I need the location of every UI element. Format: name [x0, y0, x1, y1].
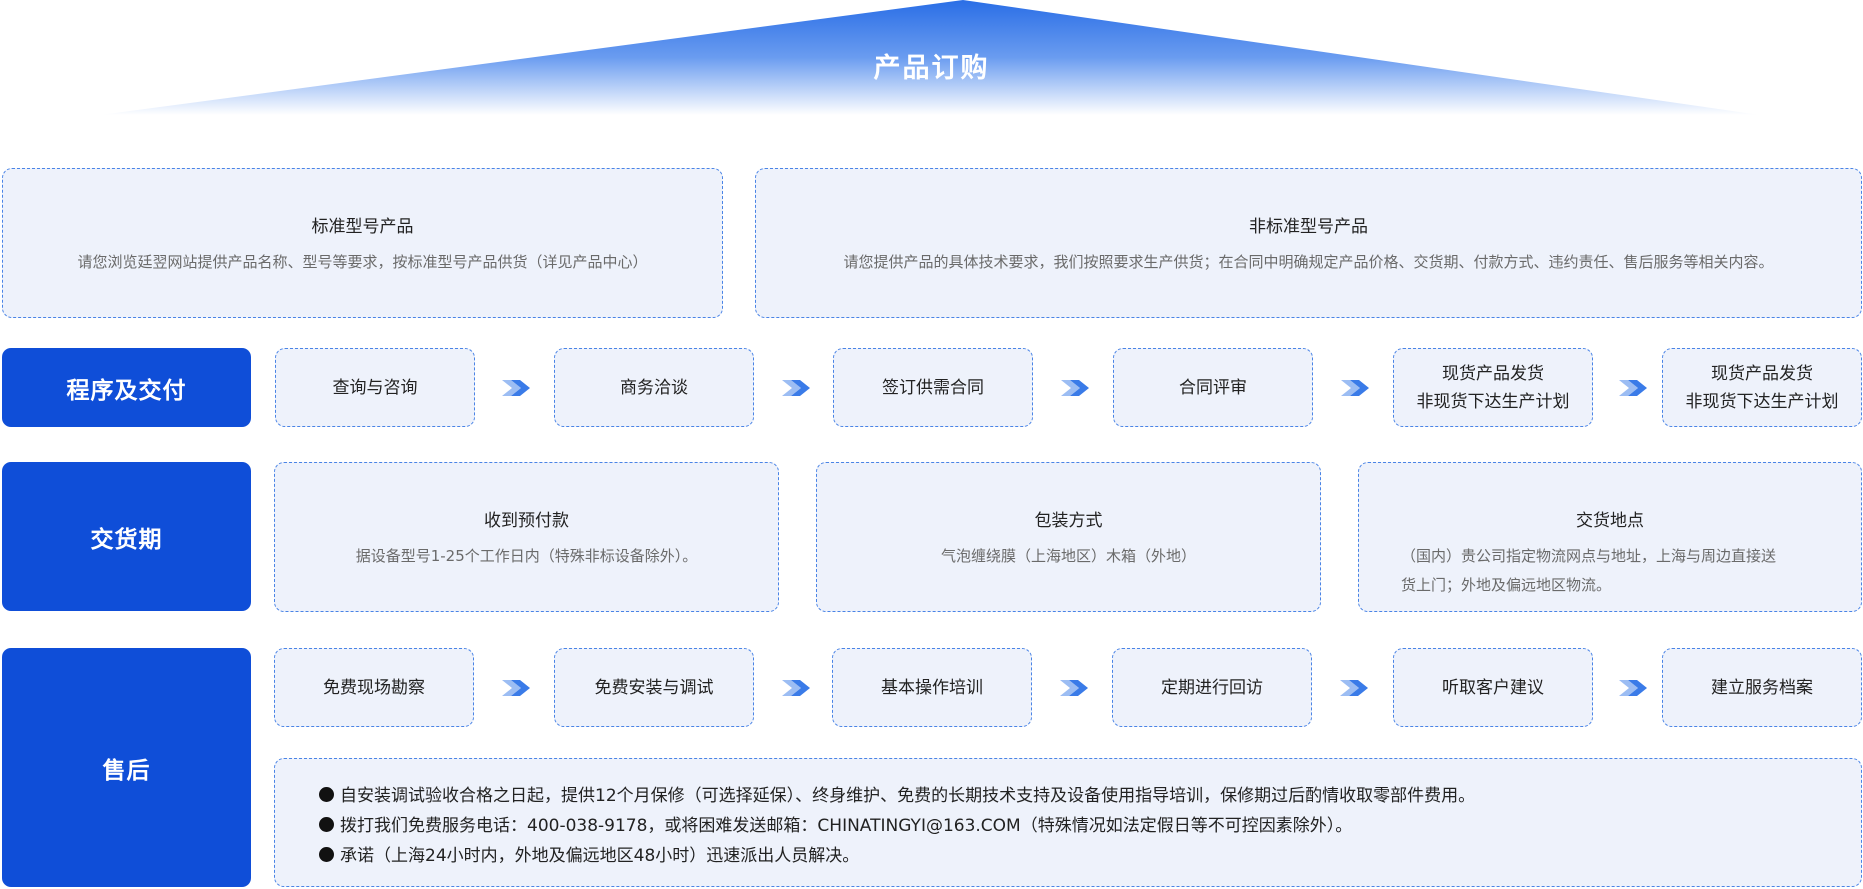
delivery-card-title: 收到预付款 — [484, 511, 569, 531]
aftersales-note: 承诺（上海24小时内，外地及偏远地区48小时）迅速派出人员解决。 — [319, 841, 1861, 871]
aftersales-notes: 自安装调试验收合格之日起，提供12个月保修（可选择延保）、终身维护、免费的长期技… — [274, 758, 1862, 887]
arrow-right-icon — [782, 380, 810, 396]
bullet-icon — [319, 847, 334, 862]
aftersales-note-text: 自安装调试验收合格之日起，提供12个月保修（可选择延保）、终身维护、免费的长期技… — [340, 786, 1476, 806]
delivery-card: 包装方式 气泡缠绕膜（上海地区）木箱（外地） — [816, 462, 1321, 612]
delivery-label: 交货期 — [2, 462, 251, 611]
aftersales-step: 基本操作培训 — [832, 648, 1032, 727]
procedure-step-line2: 非现货下达生产计划 — [1685, 391, 1839, 412]
procedure-step-label: 合同评审 — [1179, 377, 1247, 398]
standard-product-title: 标准型号产品 — [311, 217, 414, 237]
procedure-step-line2: 非现货下达生产计划 — [1416, 391, 1570, 412]
delivery-card-desc-line2: 货上门；外地及偏远地区物流。 — [1401, 576, 1612, 594]
nonstandard-product-card: 非标准型号产品 请您提供产品的具体技术要求，我们按照要求生产供货；在合同中明确规… — [755, 168, 1862, 318]
procedure-step: 查询与咨询 — [275, 348, 475, 427]
arrow-right-icon — [1619, 680, 1647, 696]
arrow-right-icon — [1340, 680, 1368, 696]
standard-product-card: 标准型号产品 请您浏览廷翌网站提供产品名称、型号等要求，按标准型号产品供货（详见… — [2, 168, 723, 318]
aftersales-note: 拨打我们免费服务电话：400-038-9178，或将困难发送邮箱：CHINATI… — [319, 811, 1861, 841]
aftersales-note-text: 承诺（上海24小时内，外地及偏远地区48小时）迅速派出人员解决。 — [340, 846, 860, 866]
bullet-icon — [319, 817, 334, 832]
aftersales-step: 免费安装与调试 — [554, 648, 754, 727]
arrow-right-icon — [782, 680, 810, 696]
nonstandard-product-title: 非标准型号产品 — [1249, 217, 1368, 237]
delivery-card-desc: 据设备型号1-25个工作日内（特殊非标设备除外）。 — [355, 547, 698, 565]
delivery-card-desc: 气泡缠绕膜（上海地区）木箱（外地） — [940, 547, 1196, 565]
procedure-step: 现货产品发货 非现货下达生产计划 — [1393, 348, 1593, 427]
procedure-step-line1: 现货产品发货 — [1442, 363, 1544, 384]
procedure-step: 现货产品发货 非现货下达生产计划 — [1662, 348, 1862, 427]
header-banner — [100, 0, 1760, 115]
aftersales-step: 建立服务档案 — [1662, 648, 1862, 727]
aftersales-step: 定期进行回访 — [1112, 648, 1312, 727]
arrow-right-icon — [502, 380, 530, 396]
aftersales-step-label: 基本操作培训 — [881, 677, 983, 698]
procedure-step: 商务洽谈 — [554, 348, 754, 427]
aftersales-step-label: 免费安装与调试 — [594, 677, 714, 698]
procedure-step: 签订供需合同 — [833, 348, 1033, 427]
delivery-card: 收到预付款 据设备型号1-25个工作日内（特殊非标设备除外）。 — [274, 462, 779, 612]
aftersales-note: 自安装调试验收合格之日起，提供12个月保修（可选择延保）、终身维护、免费的长期技… — [319, 781, 1861, 811]
procedure-step-label: 商务洽谈 — [620, 377, 688, 398]
aftersales-step-label: 建立服务档案 — [1711, 677, 1813, 698]
procedure-step: 合同评审 — [1113, 348, 1313, 427]
arrow-right-icon — [1619, 380, 1647, 396]
aftersales-step-label: 免费现场勘察 — [323, 677, 425, 698]
procedure-step-line1: 现货产品发货 — [1711, 363, 1813, 384]
arrow-right-icon — [1341, 380, 1369, 396]
procedure-label: 程序及交付 — [2, 348, 251, 427]
arrow-right-icon — [1061, 380, 1089, 396]
nonstandard-product-desc: 请您提供产品的具体技术要求，我们按照要求生产供货；在合同中明确规定产品价格、交货… — [843, 253, 1774, 271]
bullet-icon — [319, 787, 334, 802]
aftersales-step-label: 听取客户建议 — [1442, 677, 1544, 698]
delivery-card-desc-line1: （国内）贵公司指定物流网点与地址，上海与周边直接送 — [1401, 547, 1777, 565]
aftersales-label: 售后 — [2, 648, 251, 887]
aftersales-note-text: 拨打我们免费服务电话：400-038-9178，或将困难发送邮箱：CHINATI… — [340, 816, 1353, 836]
delivery-card: 交货地点 （国内）贵公司指定物流网点与地址，上海与周边直接送 货上门；外地及偏远… — [1358, 462, 1862, 612]
standard-product-desc: 请您浏览廷翌网站提供产品名称、型号等要求，按标准型号产品供货（详见产品中心） — [77, 253, 648, 271]
procedure-step-label: 签订供需合同 — [882, 377, 984, 398]
page-title: 产品订购 — [873, 53, 990, 84]
delivery-card-title: 交货地点 — [1576, 511, 1644, 531]
aftersales-step: 听取客户建议 — [1393, 648, 1593, 727]
delivery-card-title: 包装方式 — [1034, 511, 1103, 531]
arrow-right-icon — [1060, 680, 1088, 696]
procedure-step-label: 查询与咨询 — [332, 377, 418, 398]
aftersales-step: 免费现场勘察 — [274, 648, 474, 727]
arrow-right-icon — [502, 680, 530, 696]
aftersales-step-label: 定期进行回访 — [1161, 677, 1263, 698]
